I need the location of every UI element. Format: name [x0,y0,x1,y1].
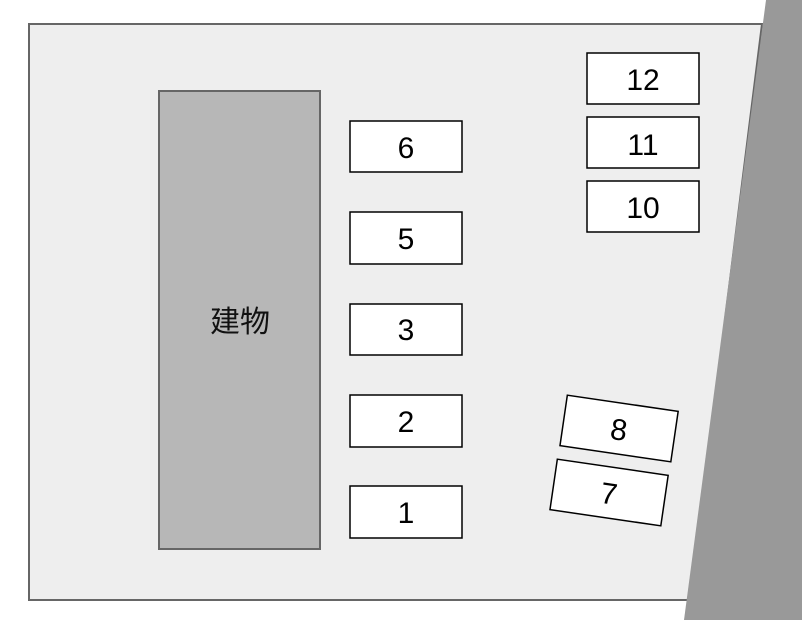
parking-stall-11[interactable]: 11 [586,116,700,169]
building-label: 建物 [210,305,270,340]
parking-stall-7[interactable]: 7 [549,458,670,527]
parking-stall-8[interactable]: 8 [559,394,680,463]
stall-number: 1 [398,497,415,530]
stall-number: 11 [627,129,658,162]
parking-stall-1[interactable]: 1 [349,485,463,539]
building: 建物 [158,90,321,550]
parking-stall-3[interactable]: 3 [349,303,463,356]
stall-number: 3 [398,314,415,347]
stall-number: 5 [398,223,415,256]
parking-stall-6[interactable]: 6 [349,120,463,173]
stall-number: 6 [398,132,415,165]
parking-stall-12[interactable]: 12 [586,52,700,105]
stall-number: 2 [398,406,415,439]
stall-number: 10 [626,192,659,225]
parking-stall-5[interactable]: 5 [349,211,463,265]
stall-number: 12 [626,64,659,97]
stall-number: 8 [608,413,629,448]
parking-stall-10[interactable]: 10 [586,180,700,233]
stall-number: 7 [598,477,619,512]
road [684,0,802,620]
parking-stall-2[interactable]: 2 [349,394,463,448]
